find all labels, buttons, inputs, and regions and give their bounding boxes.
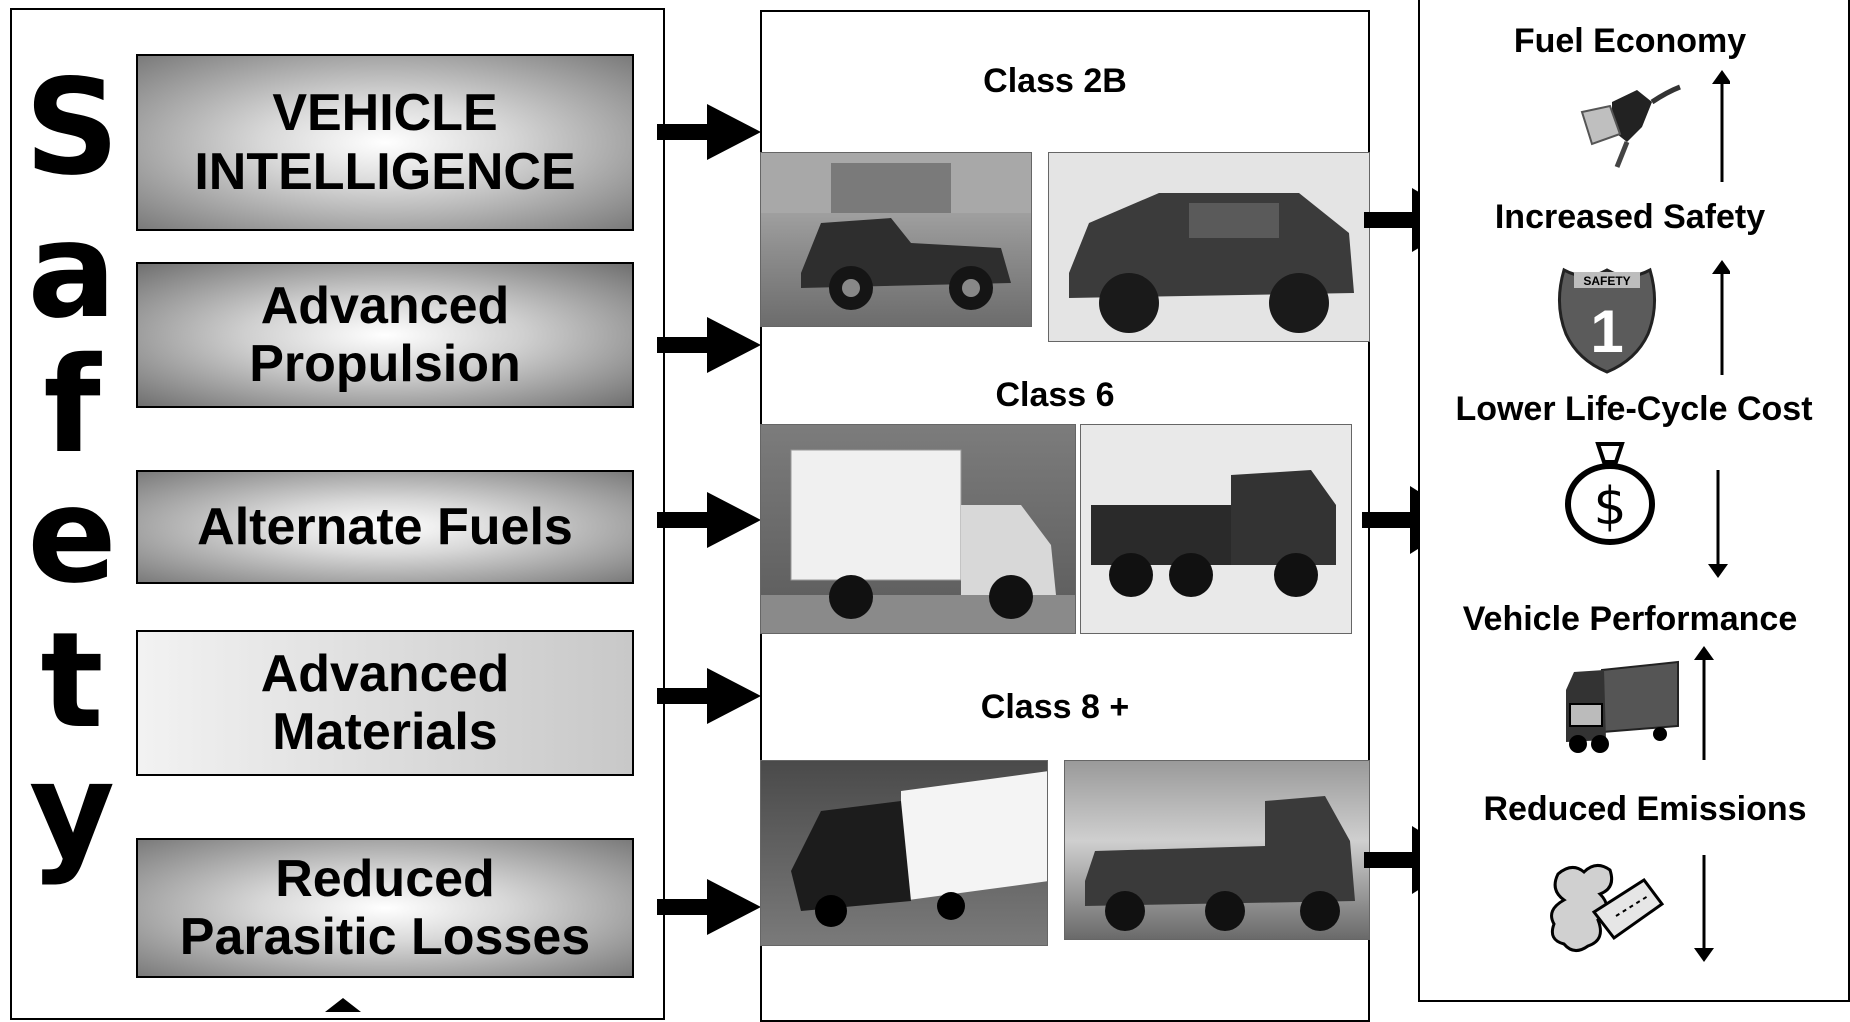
safety-letter-y: y	[28, 734, 116, 888]
bottom-up-arrow-icon	[325, 998, 361, 1012]
box-line: Materials	[272, 703, 498, 761]
box-truck-photo	[760, 424, 1076, 634]
safety-letter-s: S	[24, 51, 120, 205]
military-tractor-photo	[1064, 760, 1370, 940]
shield-top-text: SAFETY	[1583, 274, 1630, 288]
alternate-fuels-box: Alternate Fuels	[136, 470, 634, 584]
safety-letter-t: t	[40, 604, 104, 758]
safety-shield-icon: SAFETY 1	[1556, 264, 1658, 376]
fuel-economy-label: Fuel Economy	[1513, 22, 1747, 60]
box-line: INTELLIGENCE	[194, 142, 576, 201]
class-2b-label: Class 2B	[983, 62, 1127, 100]
reduced-emissions-label: Reduced Emissions	[1483, 790, 1807, 828]
semi-truck-photo	[760, 760, 1048, 946]
lower-life-cycle-cost-label: Lower Life-Cycle Cost	[1455, 390, 1813, 428]
box-line: Advanced	[260, 644, 510, 703]
truck-icon	[1560, 660, 1680, 758]
connector-arrows	[657, 104, 761, 935]
box-line: Alternate Fuels	[197, 497, 573, 556]
box-line: Propulsion	[249, 335, 521, 393]
money-bag-icon: $	[1560, 440, 1660, 545]
class-8-label: Class 8 +	[980, 688, 1130, 726]
box-line: Parasitic Losses	[179, 908, 591, 966]
shield-number: 1	[1590, 298, 1623, 365]
safety-letter-a: a	[27, 194, 117, 348]
increased-safety-label: Increased Safety	[1494, 198, 1766, 236]
safety-letter-e: e	[27, 459, 117, 613]
vehicle-performance-label: Vehicle Performance	[1462, 600, 1798, 638]
outcome-trend-arrows	[1694, 70, 1730, 962]
safety-letter-f: f	[43, 329, 101, 483]
dump-truck-photo	[1080, 424, 1352, 634]
pickup-truck-photo	[760, 152, 1032, 327]
box-line: Advanced	[260, 276, 510, 335]
fuel-nozzle-icon	[1572, 82, 1682, 172]
class-6-label: Class 6	[995, 376, 1115, 414]
exhaust-pipe-icon	[1544, 860, 1668, 970]
money-bag-symbol: $	[1593, 477, 1626, 537]
military-humvee-photo	[1048, 152, 1370, 342]
box-line: VEHICLE	[272, 84, 498, 143]
box-line: Reduced	[275, 849, 495, 908]
